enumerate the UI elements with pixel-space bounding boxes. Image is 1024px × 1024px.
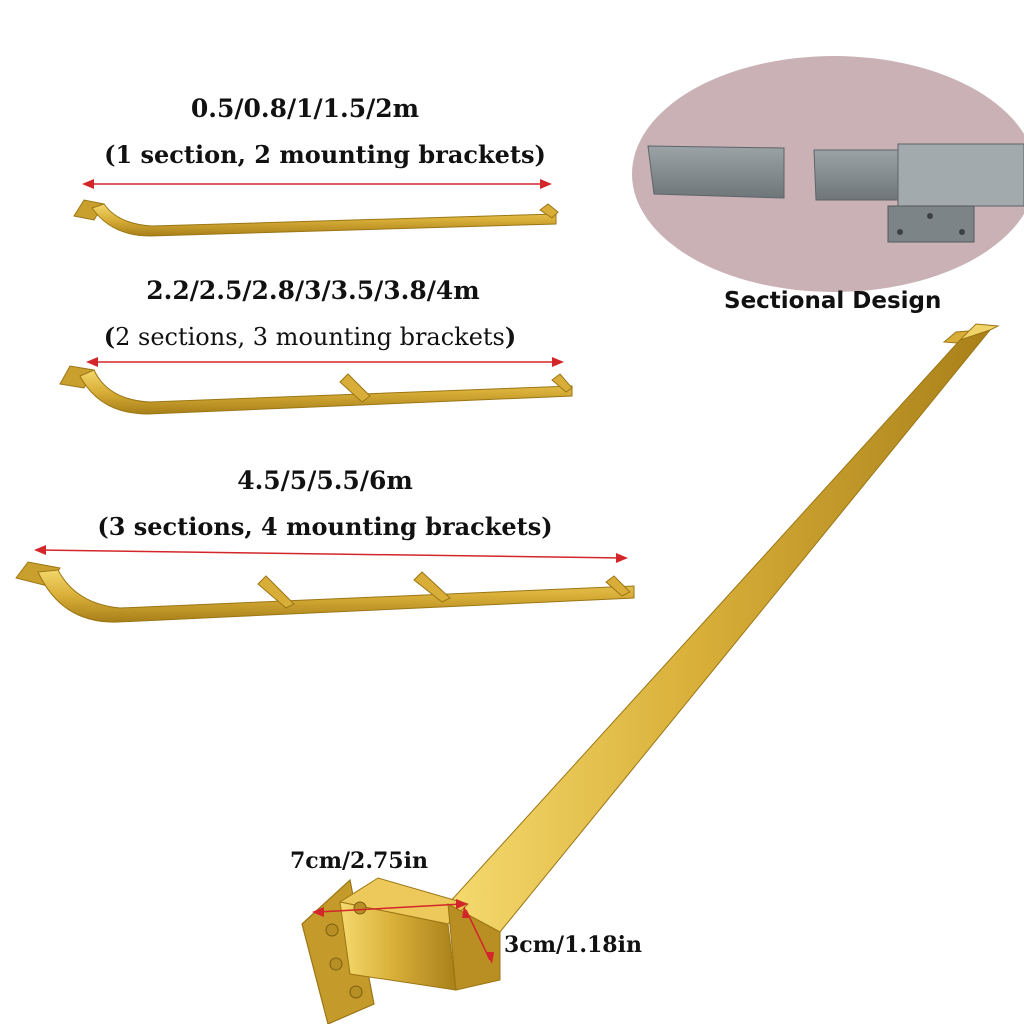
screw [325, 923, 339, 937]
arrow-head-right [616, 553, 628, 563]
arrow-head-right [552, 357, 564, 367]
screw-hole [897, 229, 903, 235]
rail-bar [37, 569, 635, 623]
height-dimension-label: 3cm/1.18in [504, 932, 642, 958]
sectional-design-caption: Sectional Design [724, 288, 942, 314]
end-bracket [605, 575, 631, 597]
handrail-closeup [301, 323, 1000, 1024]
handrail-small [73, 179, 559, 237]
width-dimension-label: 7cm/2.75in [290, 848, 428, 874]
end-bracket [551, 373, 573, 393]
size-label-2: 2.2/2.5/2.8/3/3.5/3.8/4m [146, 276, 480, 305]
middle-bracket-1 [257, 575, 295, 609]
tube-left [647, 145, 785, 199]
screw-hole [959, 229, 965, 235]
tube-sleeve [897, 143, 1024, 207]
rail-bar [91, 203, 557, 237]
arrow-head-left [86, 357, 98, 367]
detail-open-paren: ( [103, 322, 116, 351]
detail-text: 2 sections, 3 mounting brackets [115, 323, 505, 351]
screw [329, 957, 343, 971]
detail-label-2: (2 sections, 3 mounting brackets) [0, 322, 620, 351]
sectional-design-inset [632, 56, 1024, 292]
rail-top-face [959, 323, 1000, 341]
handrail-large [15, 545, 635, 623]
detail-label-3: (3 sections, 4 mounting brackets) [97, 512, 553, 541]
arrow-head-top [462, 906, 470, 918]
arrow-head-bottom [486, 952, 494, 964]
screw [349, 985, 363, 999]
detail-label-1: (1 section, 2 mounting brackets) [104, 140, 546, 169]
arrow-head-left [34, 545, 46, 555]
size-label-1: 0.5/0.8/1/1.5/2m [190, 94, 420, 123]
tube-right [813, 149, 905, 201]
rail-front-face [447, 328, 992, 933]
end-bracket [539, 203, 559, 219]
width-arrow [317, 903, 463, 913]
arm-end-face [447, 903, 501, 991]
screw-hole [927, 213, 933, 219]
arrow-head-left [312, 907, 324, 917]
handrail-medium [59, 357, 573, 415]
screw [353, 901, 367, 915]
arrow-head-right [456, 899, 468, 909]
height-arrow [465, 909, 491, 961]
length-arrow [37, 549, 625, 559]
middle-bracket-2 [413, 571, 451, 603]
size-label-3: 4.5/5/5.5/6m [237, 466, 413, 495]
bracket-plate [887, 205, 975, 243]
rail-bar [79, 369, 573, 415]
middle-bracket [339, 373, 371, 403]
arrow-head-right [540, 179, 552, 189]
arrow-head-left [82, 179, 94, 189]
detail-close-paren: ) [504, 322, 517, 351]
